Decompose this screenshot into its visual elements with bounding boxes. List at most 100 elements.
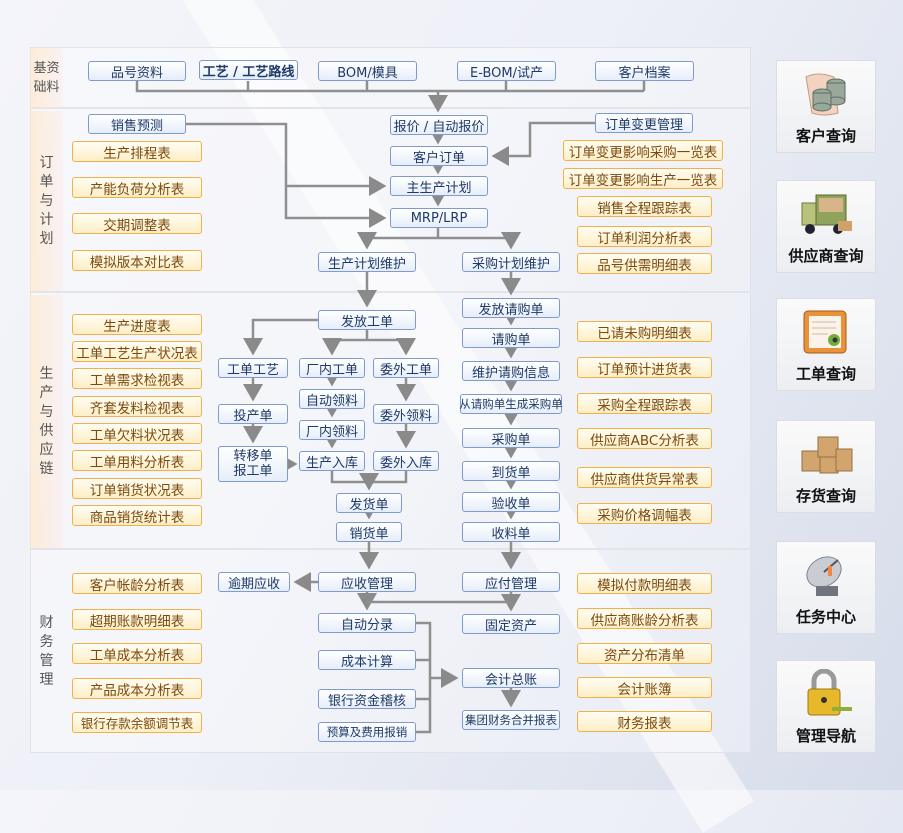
task-center-card[interactable]: 任务中心 (776, 541, 876, 634)
section-label-order: 订单与计划 (30, 111, 63, 291)
general-ledger-button[interactable]: 会计总账 (462, 668, 560, 688)
work-order-query-label: 工单查询 (795, 365, 856, 383)
report-link[interactable]: 模拟版本对比表 (72, 250, 202, 271)
report-link[interactable]: 采购全程跟踪表 (577, 393, 712, 414)
arrival-button[interactable]: 到货单 (462, 461, 560, 481)
report-link[interactable]: 超期账款明细表 (72, 609, 202, 630)
report-link[interactable]: 工单欠料状况表 (72, 423, 202, 444)
work-order-routing-button[interactable]: 工单工艺 (218, 358, 288, 378)
report-link[interactable]: 齐套发料检视表 (72, 396, 202, 417)
outsource-work-order-button[interactable]: 委外工单 (373, 358, 439, 378)
truck-icon (801, 194, 852, 234)
work-order-query-card[interactable]: 工单查询 (776, 298, 876, 391)
shipment-button[interactable]: 发货单 (336, 493, 402, 513)
sales-forecast-button[interactable]: 销售预测 (88, 114, 186, 134)
purchase-request-button[interactable]: 请购单 (462, 328, 560, 348)
management-nav-card[interactable]: 管理导航 (776, 660, 876, 753)
report-link[interactable]: 生产排程表 (72, 141, 202, 162)
report-link[interactable]: 工单工艺生产状况表 (72, 341, 202, 362)
report-link[interactable]: 模拟付款明细表 (577, 573, 712, 594)
report-link[interactable]: 客户帐龄分析表 (72, 573, 202, 594)
management-nav-label: 管理导航 (795, 727, 856, 745)
transfer-report-button[interactable]: 转移单报工单 (218, 446, 288, 482)
internal-work-order-button[interactable]: 厂内工单 (299, 358, 365, 378)
fixed-assets-button[interactable]: 固定资产 (462, 614, 560, 634)
report-link[interactable]: 生产进度表 (72, 314, 202, 335)
sales-invoice-button[interactable]: 销货单 (336, 522, 402, 542)
routing-button[interactable]: 工艺 / 工艺路线 (199, 60, 298, 80)
task-center-label: 任务中心 (795, 608, 856, 626)
transfer-label: 转移单 (233, 449, 273, 464)
report-link[interactable]: 订单销货状况表 (72, 478, 202, 499)
overdue-ar-button[interactable]: 逾期应收 (218, 572, 290, 592)
release-pr-button[interactable]: 发放请购单 (462, 298, 560, 318)
report-link[interactable]: 供应商供货异常表 (577, 467, 712, 488)
customer-order-button[interactable]: 客户订单 (390, 146, 488, 166)
outsource-issue-button[interactable]: 委外领料 (373, 404, 439, 424)
purchase-plan-button[interactable]: 采购计划维护 (462, 252, 560, 272)
report-link[interactable]: 交期调整表 (72, 213, 202, 234)
report-link[interactable]: 银行存款余额调节表 (72, 712, 202, 733)
outsource-receipt-button[interactable]: 委外入库 (373, 451, 439, 471)
document-icon (803, 310, 847, 354)
pr-to-po-button[interactable]: 从请购单生成采购单 (459, 394, 563, 414)
order-change-button[interactable]: 订单变更管理 (595, 113, 693, 133)
report-link[interactable]: 已请未购明细表 (577, 321, 712, 342)
inspection-button[interactable]: 验收单 (462, 492, 560, 512)
internal-issue-button[interactable]: 厂内领料 (299, 420, 365, 440)
mps-button[interactable]: 主生产计划 (390, 176, 488, 196)
bank-audit-button[interactable]: 银行资金稽核 (318, 689, 416, 709)
report-link[interactable]: 订单变更影响生产一览表 (563, 168, 723, 189)
satellite-dish-icon (806, 556, 842, 596)
report-link[interactable]: 会计账簿 (577, 677, 712, 698)
auto-entry-button[interactable]: 自动分录 (318, 613, 416, 633)
supplier-query-label: 供应商查询 (788, 247, 864, 265)
ar-button[interactable]: 应收管理 (318, 572, 416, 592)
material-receipt-button[interactable]: 收料单 (462, 522, 560, 542)
budget-expense-button[interactable]: 预算及费用报销 (318, 722, 416, 742)
report-link[interactable]: 销售全程跟踪表 (577, 196, 712, 217)
report-link[interactable]: 订单预计进货表 (577, 357, 712, 378)
production-plan-button[interactable]: 生产计划维护 (318, 252, 416, 272)
group-consolidation-button[interactable]: 集团财务合并报表 (462, 710, 560, 730)
report-link[interactable]: 供应商ABC分析表 (577, 428, 712, 449)
report-link[interactable]: 订单变更影响采购一览表 (563, 140, 723, 161)
item-master-button[interactable]: 品号资料 (88, 61, 186, 81)
report-link[interactable]: 工单用料分析表 (72, 450, 202, 471)
report-link[interactable]: 供应商账龄分析表 (577, 608, 712, 629)
section-label-basic: 基资础料 (30, 48, 63, 108)
mrp-button[interactable]: MRP/LRP (390, 208, 488, 228)
purchase-order-button[interactable]: 采购单 (462, 428, 560, 448)
ebom-button[interactable]: E-BOM/试产 (457, 61, 556, 81)
release-work-order-button[interactable]: 发放工单 (318, 310, 416, 330)
report-link[interactable]: 品号供需明细表 (577, 253, 712, 274)
bom-button[interactable]: BOM/模具 (318, 61, 417, 81)
coins-scroll-icon (805, 73, 846, 116)
section-prod (30, 293, 751, 550)
customer-query-label: 客户查询 (795, 127, 856, 145)
production-receipt-button[interactable]: 生产入库 (299, 451, 365, 471)
production-start-button[interactable]: 投产单 (218, 404, 288, 424)
inventory-query-card[interactable]: 存货查询 (776, 420, 876, 513)
auto-issue-button[interactable]: 自动领料 (299, 389, 365, 409)
ap-button[interactable]: 应付管理 (462, 572, 560, 592)
padlock-icon (807, 669, 852, 716)
report-link[interactable]: 财务报表 (577, 711, 712, 732)
pr-info-button[interactable]: 维护请购信息 (462, 361, 560, 381)
report-link[interactable]: 工单需求检视表 (72, 368, 202, 389)
cost-calc-button[interactable]: 成本计算 (318, 650, 416, 670)
report-link[interactable]: 工单成本分析表 (72, 643, 202, 664)
customer-query-card[interactable]: 客户查询 (776, 60, 876, 153)
report-link[interactable]: 商品销货统计表 (72, 505, 202, 526)
supplier-query-card[interactable]: 供应商查询 (776, 180, 876, 273)
customer-file-button[interactable]: 客户档案 (595, 61, 694, 81)
report-label: 报工单 (233, 464, 273, 479)
report-link[interactable]: 产品成本分析表 (72, 678, 202, 699)
inventory-query-label: 存货查询 (795, 487, 856, 505)
section-order (30, 109, 751, 293)
report-link[interactable]: 订单利润分析表 (577, 226, 712, 247)
report-link[interactable]: 产能负荷分析表 (72, 177, 202, 198)
report-link[interactable]: 采购价格调幅表 (577, 503, 712, 524)
quote-button[interactable]: 报价 / 自动报价 (390, 115, 488, 135)
report-link[interactable]: 资产分布清单 (577, 643, 712, 664)
